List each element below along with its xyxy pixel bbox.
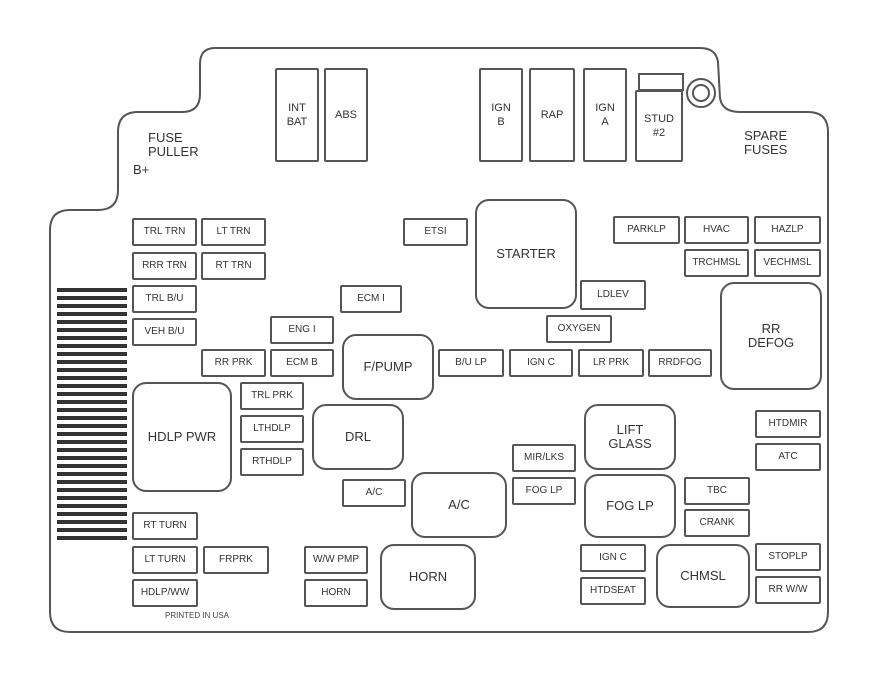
fuse-crank: CRANK: [684, 509, 750, 537]
printed-in-usa-label: PRINTED IN USA: [165, 611, 230, 620]
fuse-ign-c-2: IGN C: [580, 544, 646, 572]
fuse-horn: HORN: [304, 579, 368, 607]
fuse-etsi: ETSI: [403, 218, 468, 246]
fuse-ac-small: A/C: [342, 479, 406, 507]
fuse-hdlp-ww: HDLP/WW: [132, 579, 198, 607]
fuse-fog-lp-small: FOG LP: [512, 477, 576, 505]
fuse-ign-b: IGN B: [479, 68, 523, 162]
fuse-hazlp: HAZLP: [754, 216, 821, 244]
fuse-trl-trn: TRL TRN: [132, 218, 197, 246]
relay-horn: HORN: [380, 544, 476, 610]
fuse-vechmsl: VECHMSL: [754, 249, 821, 277]
fuse-lt-turn: LT TURN: [132, 546, 198, 574]
fuse-rr-ww: RR W/W: [755, 576, 821, 604]
fuse-eng-1: ENG I: [270, 316, 334, 344]
fuse-rt-turn: RT TURN: [132, 512, 198, 540]
fuse-rt-trn: RT TRN: [201, 252, 266, 280]
fuse-lt-trn: LT TRN: [201, 218, 266, 246]
fuse-tbc: TBC: [684, 477, 750, 505]
relay-lift-glass: LIFT GLASS: [584, 404, 676, 470]
relay-rr-defog: RR DEFOG: [720, 282, 822, 390]
fuse-trchmsl: TRCHMSL: [684, 249, 749, 277]
fuse-rthdlp: RTHDLP: [240, 448, 304, 476]
fuse-hvac: HVAC: [684, 216, 749, 244]
fuse-ww-pmp: W/W PMP: [304, 546, 368, 574]
fuse-ign-c: IGN C: [509, 349, 573, 377]
relay-fog-lp: FOG LP: [584, 474, 676, 538]
fuse-stoplp: STOPLP: [755, 543, 821, 571]
fuse-ecm-1: ECM I: [340, 285, 402, 313]
fuse-lthdlp: LTHDLP: [240, 415, 304, 443]
fuse-ldlev: LDLEV: [580, 280, 646, 310]
relay-chmsl: CHMSL: [656, 544, 750, 608]
barcode: [57, 288, 127, 550]
spare-fuses-label: SPARE FUSES: [744, 128, 788, 157]
fuse-int-bat: INT BAT: [275, 68, 319, 162]
b-plus-label: B+: [133, 162, 150, 177]
relay-hdlp-pwr: HDLP PWR: [132, 382, 232, 492]
relay-fpump: F/PUMP: [342, 334, 434, 400]
relay-ac: A/C: [411, 472, 507, 538]
fuse-abs: ABS: [324, 68, 368, 162]
fuse-atc: ATC: [755, 443, 821, 471]
fuse-rr-trn: RRR TRN: [132, 252, 197, 280]
fuse-htdseat: HTDSEAT: [580, 577, 646, 605]
relay-drl: DRL: [312, 404, 404, 470]
fuse-bu-lp: B/U LP: [438, 349, 504, 377]
fuse-rrdfog: RRDFOG: [648, 349, 712, 377]
stud-terminal-ring-inner: [692, 84, 710, 102]
fuse-rr-prk: RR PRK: [201, 349, 266, 377]
fuse-mir-lks: MIR/LKS: [512, 444, 576, 472]
fuse-ign-a: IGN A: [583, 68, 627, 162]
fuse-trl-prk: TRL PRK: [240, 382, 304, 410]
fuse-veh-bu: VEH B/U: [132, 318, 197, 346]
relay-starter: STARTER: [475, 199, 577, 309]
fuse-ecm-b: ECM B: [270, 349, 334, 377]
fuse-frprk: FRPRK: [203, 546, 269, 574]
fuse-oxygen: OXYGEN: [546, 315, 612, 343]
fuse-rap: RAP: [529, 68, 575, 162]
fuse-stud-2: STUD #2: [635, 90, 683, 162]
fuse-lr-prk: LR PRK: [578, 349, 644, 377]
fuse-parklp: PARKLP: [613, 216, 680, 244]
fuse-htdmir: HTDMIR: [755, 410, 821, 438]
fuse-puller-label: FUSE PULLER: [148, 130, 199, 159]
fuse-trl-bu: TRL B/U: [132, 285, 197, 313]
